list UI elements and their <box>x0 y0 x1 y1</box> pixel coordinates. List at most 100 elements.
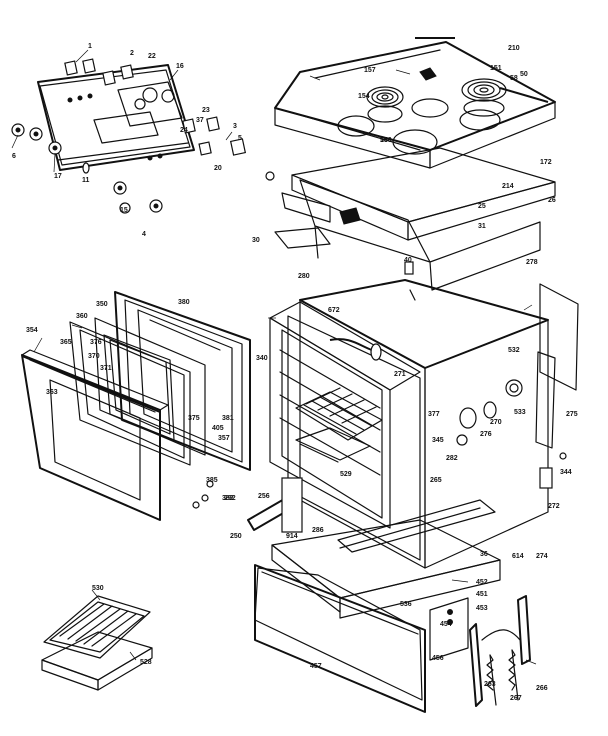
door-hinges <box>469 595 531 707</box>
label-345: 345 <box>432 437 444 444</box>
label-56: 56 <box>380 137 388 144</box>
label-272: 272 <box>548 503 560 510</box>
label-4: 4 <box>142 231 146 238</box>
oven-rack <box>295 387 383 441</box>
label-528: 528 <box>140 659 152 666</box>
label-357: 357 <box>218 435 230 442</box>
door-liner <box>114 291 251 471</box>
label-17: 17 <box>54 173 62 180</box>
label-533: 533 <box>514 409 526 416</box>
label-214: 214 <box>502 183 514 190</box>
label-37: 37 <box>196 117 204 124</box>
label-36: 36 <box>480 551 488 558</box>
label-1: 1 <box>88 43 92 50</box>
bake-element <box>295 427 371 463</box>
label-11: 11 <box>82 177 90 184</box>
sensor-probe <box>247 477 303 533</box>
label-23: 23 <box>202 107 210 114</box>
label-370: 370 <box>88 353 100 360</box>
label-31: 31 <box>478 223 486 230</box>
label-58: 58 <box>510 75 518 82</box>
label-453: 453 <box>476 605 488 612</box>
label-276: 276 <box>480 431 492 438</box>
label-3: 3 <box>233 123 237 130</box>
label-266: 266 <box>536 685 548 692</box>
label-267: 267 <box>510 695 522 702</box>
label-292: 292 <box>224 495 236 502</box>
surface-unit-large <box>461 78 507 117</box>
part-number-labels: 1 2 3 4 5 6 11 15 16 17 20 22 23 24 25 2… <box>12 43 578 702</box>
oven-door <box>21 349 169 521</box>
label-452: 452 <box>476 579 488 586</box>
label-50: 50 <box>520 71 528 78</box>
label-457: 457 <box>310 663 322 670</box>
oven-body <box>287 279 549 569</box>
leader-lines <box>11 49 537 665</box>
label-25: 25 <box>478 203 486 210</box>
label-270: 270 <box>490 419 502 426</box>
label-371: 371 <box>100 365 112 372</box>
label-344: 344 <box>560 469 572 476</box>
door-gasket <box>103 334 175 441</box>
label-536: 536 <box>400 601 412 608</box>
cooktop <box>274 37 556 169</box>
label-210: 210 <box>508 45 520 52</box>
label-454: 454 <box>440 621 452 628</box>
label-15: 15 <box>120 207 128 214</box>
label-265: 265 <box>430 477 442 484</box>
label-256: 256 <box>258 493 270 500</box>
label-20: 20 <box>214 165 222 172</box>
label-530: 530 <box>92 585 104 592</box>
surface-unit-small <box>366 86 404 123</box>
label-26: 26 <box>548 197 556 204</box>
label-914: 914 <box>286 533 298 540</box>
label-278: 278 <box>526 259 538 266</box>
switch-blocks <box>64 58 247 156</box>
label-376: 376 <box>90 339 102 346</box>
label-30: 30 <box>252 237 260 244</box>
drawer-rails <box>337 499 496 553</box>
label-350: 350 <box>96 301 108 308</box>
broiler-pan <box>41 595 153 691</box>
label-385: 385 <box>206 477 218 484</box>
side-panel <box>535 283 579 489</box>
storage-drawer <box>254 519 501 713</box>
label-151: 151 <box>490 65 502 72</box>
label-614: 614 <box>512 553 524 560</box>
label-40: 40 <box>404 257 412 264</box>
main-top-frame <box>265 147 556 291</box>
label-280: 280 <box>298 273 310 280</box>
label-529: 529 <box>340 471 352 478</box>
label-154: 154 <box>358 93 370 100</box>
label-2: 2 <box>130 50 134 57</box>
label-377: 377 <box>428 411 440 418</box>
label-365: 365 <box>60 339 72 346</box>
label-382: 382 <box>222 495 234 502</box>
label-22: 22 <box>148 53 156 60</box>
label-24: 24 <box>180 127 188 134</box>
label-6: 6 <box>12 153 16 160</box>
label-5: 5 <box>238 135 242 142</box>
label-363: 363 <box>46 389 58 396</box>
broil-element <box>329 338 382 361</box>
oven-light-assembly <box>456 379 523 446</box>
label-274: 274 <box>536 553 548 560</box>
label-172: 172 <box>540 159 552 166</box>
control-panel <box>37 64 195 171</box>
label-375: 375 <box>188 415 200 422</box>
label-380: 380 <box>178 299 190 306</box>
label-354: 354 <box>26 327 38 334</box>
label-532: 532 <box>508 347 520 354</box>
label-286: 286 <box>312 527 324 534</box>
label-340: 340 <box>256 355 268 362</box>
door-hinge-parts <box>192 480 214 509</box>
label-360: 360 <box>76 313 88 320</box>
label-672: 672 <box>328 307 340 314</box>
label-16: 16 <box>176 63 184 70</box>
label-271: 271 <box>394 371 406 378</box>
label-250: 250 <box>230 533 242 540</box>
label-263: 263 <box>484 681 496 688</box>
label-282: 282 <box>446 455 458 462</box>
label-275: 275 <box>566 411 578 418</box>
